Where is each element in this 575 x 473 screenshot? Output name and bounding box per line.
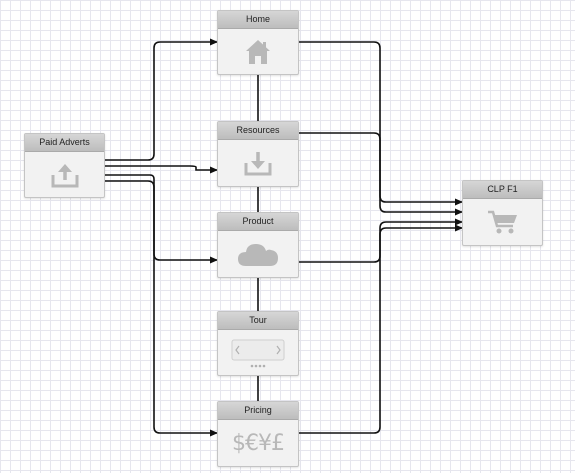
node-resources[interactable]: Resources bbox=[217, 121, 299, 187]
currency-icon: $€¥£ bbox=[232, 430, 285, 456]
carousel-icon bbox=[231, 339, 285, 367]
cloud-icon bbox=[238, 244, 278, 266]
node-pricing-title: Pricing bbox=[218, 402, 298, 420]
connector-paid-adverts-home bbox=[105, 38, 218, 161]
shopping-cart-icon bbox=[487, 210, 517, 234]
node-tour[interactable]: Tour bbox=[217, 311, 299, 376]
node-resources-title: Resources bbox=[218, 122, 298, 140]
connector-paid-adverts-pricing bbox=[105, 180, 218, 437]
download-tray-icon bbox=[244, 152, 272, 176]
node-clp-f1[interactable]: CLP F1 bbox=[462, 180, 543, 246]
node-home-title: Home bbox=[218, 11, 298, 29]
node-paid-adverts-title: Paid Adverts bbox=[25, 134, 104, 152]
connector-pricing-clp-f1 bbox=[299, 224, 463, 434]
connector-home-clp-f1 bbox=[299, 41, 463, 206]
house-icon bbox=[246, 39, 270, 64]
node-pricing[interactable]: Pricing $€¥£ bbox=[217, 401, 299, 467]
node-clp-f1-title: CLP F1 bbox=[463, 181, 542, 199]
upload-tray-icon bbox=[51, 163, 78, 187]
node-product-title: Product bbox=[218, 213, 298, 231]
connector-resources-clp-f1 bbox=[299, 132, 463, 216]
node-tour-title: Tour bbox=[218, 312, 298, 330]
node-product[interactable]: Product bbox=[217, 212, 299, 278]
connector-paid-adverts-resources bbox=[105, 165, 218, 174]
node-paid-adverts[interactable]: Paid Adverts bbox=[24, 133, 105, 198]
connector-paid-adverts-product bbox=[105, 174, 218, 264]
node-home[interactable]: Home bbox=[217, 10, 299, 75]
